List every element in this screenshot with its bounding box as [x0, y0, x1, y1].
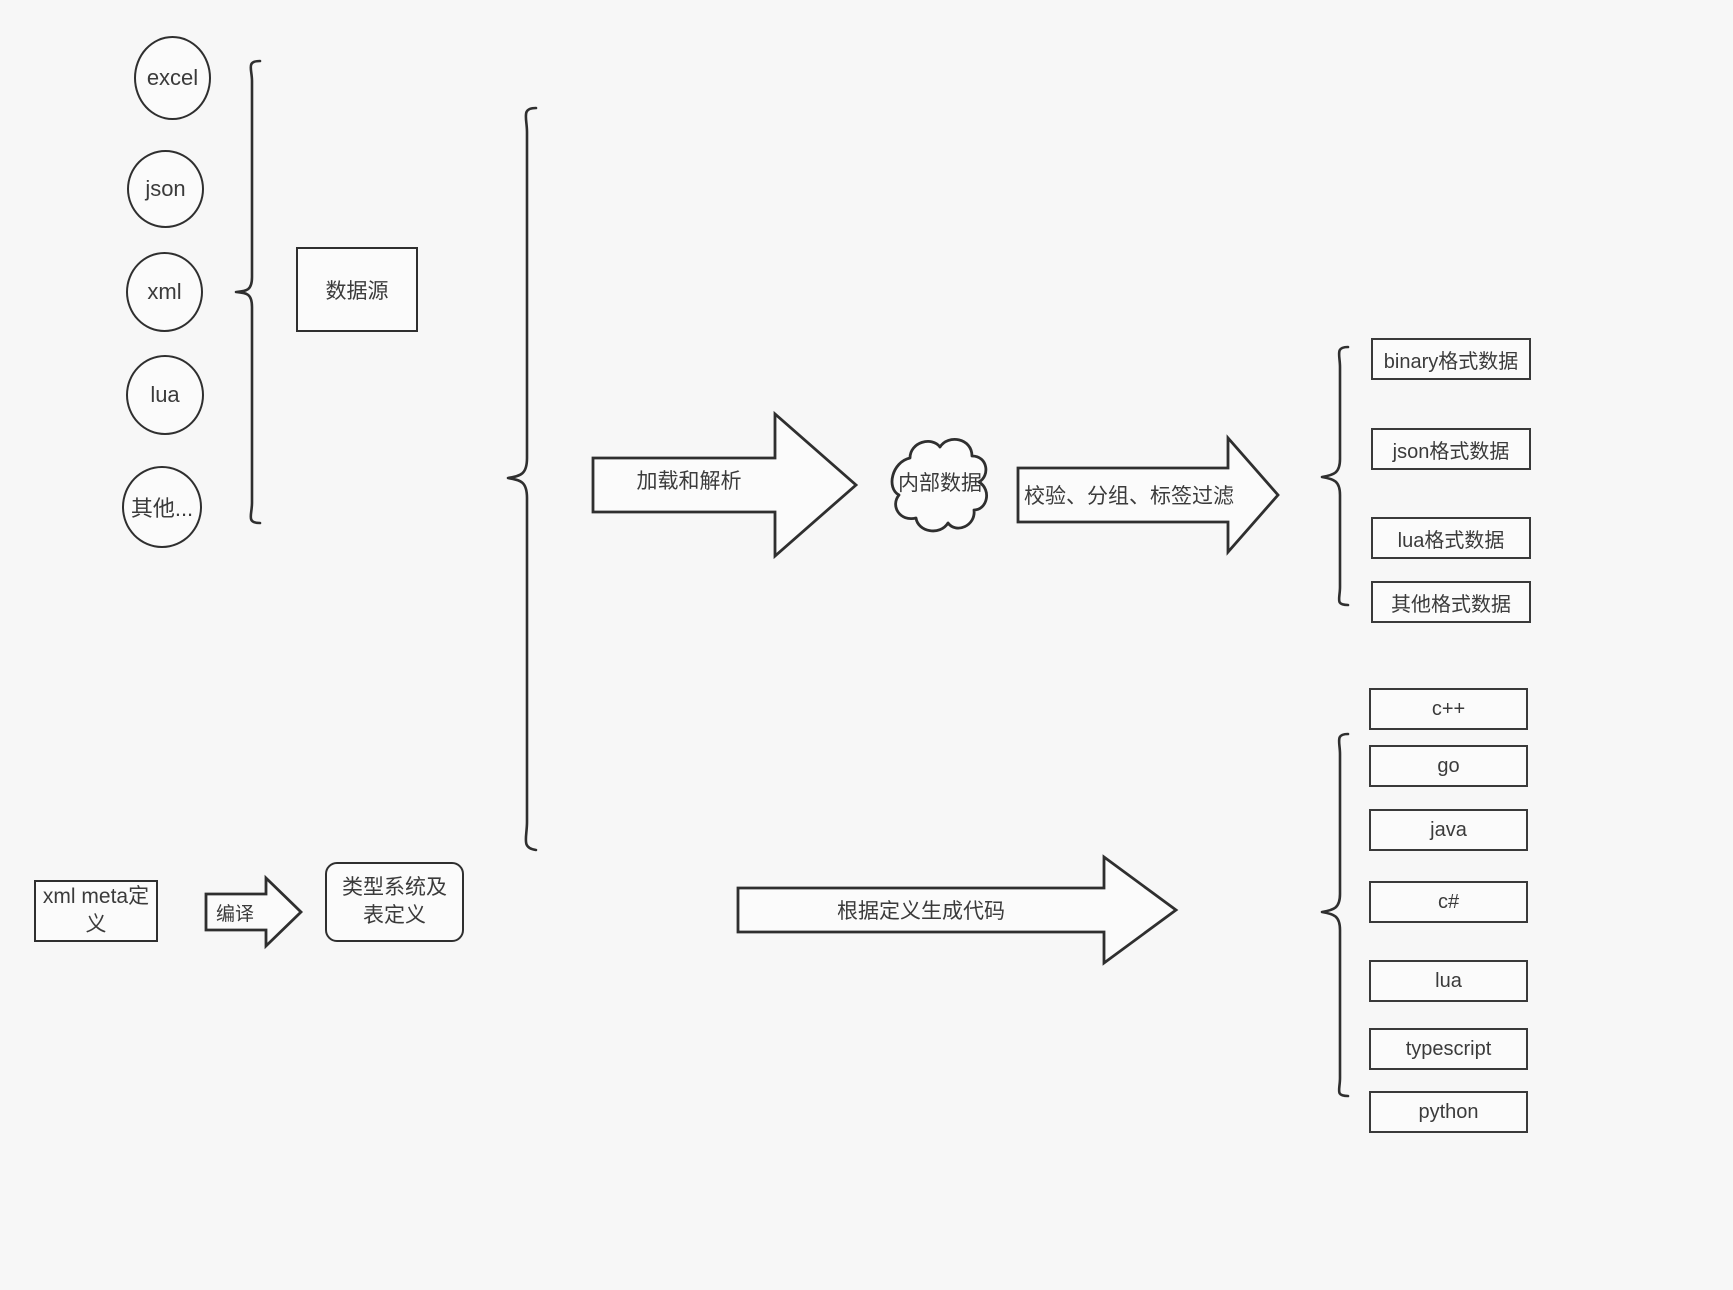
- load-arrow-label: 加载和解析: [636, 470, 742, 493]
- source-label: xml: [147, 279, 182, 304]
- codegen-box-csharp[interactable]: c#: [1369, 881, 1528, 923]
- codegen-box-python[interactable]: python: [1369, 1091, 1528, 1133]
- output-label: binary格式数据: [1383, 350, 1519, 373]
- output-box-other[interactable]: 其他格式数据: [1371, 581, 1531, 623]
- cloud-icon: [890, 437, 988, 533]
- xml-meta-box[interactable]: xml meta定义: [34, 880, 158, 942]
- pipeline-input-brace-icon: [506, 106, 538, 852]
- filter-arrow-label: 校验、分组、标签过滤: [1024, 485, 1234, 508]
- codegen-label: java: [1430, 818, 1467, 841]
- cloud-label-wrap: 内部数据: [880, 462, 1000, 502]
- codegen-brace-icon: [1320, 732, 1350, 1098]
- codegen-label: typescript: [1405, 1037, 1492, 1060]
- source-label: 其他...: [130, 496, 194, 521]
- codegen-box-java[interactable]: java: [1369, 809, 1528, 851]
- cloud-label: 内部数据: [898, 472, 982, 495]
- filter-arrow-icon: [1016, 434, 1280, 556]
- codegen-box-lua[interactable]: lua: [1369, 960, 1528, 1002]
- source-brace-icon: [234, 59, 262, 525]
- codegen-box-typescript[interactable]: typescript: [1369, 1028, 1528, 1070]
- codegen-arrow-icon: [736, 854, 1179, 966]
- source-node-xml[interactable]: xml: [126, 252, 203, 332]
- source-label: json: [145, 176, 186, 201]
- codegen-box-go[interactable]: go: [1369, 745, 1528, 787]
- type-system-label: 类型系统及表定义: [342, 875, 447, 927]
- codegen-label: python: [1418, 1100, 1479, 1123]
- source-label: lua: [150, 382, 180, 407]
- source-node-other[interactable]: 其他...: [122, 466, 202, 548]
- data-source-label: 数据源: [325, 279, 389, 303]
- output-label: json格式数据: [1392, 440, 1510, 463]
- codegen-label: c#: [1437, 890, 1460, 913]
- source-node-lua[interactable]: lua: [126, 355, 204, 435]
- output-box-binary[interactable]: binary格式数据: [1371, 338, 1531, 380]
- source-node-json[interactable]: json: [127, 150, 204, 228]
- load-arrow-label-wrap: 加载和解析: [600, 458, 778, 502]
- codegen-arrow-label: 根据定义生成代码: [837, 900, 1005, 923]
- codegen-label: c++: [1431, 697, 1466, 720]
- source-label: excel: [146, 65, 199, 90]
- xml-meta-label: xml meta定义: [42, 884, 150, 936]
- output-box-json[interactable]: json格式数据: [1371, 428, 1531, 470]
- output-box-lua[interactable]: lua格式数据: [1371, 517, 1531, 559]
- output-label: 其他格式数据: [1391, 593, 1511, 616]
- compile-arrow-icon: [204, 874, 304, 950]
- codegen-label: go: [1437, 754, 1460, 777]
- compile-arrow-label-wrap: 编译: [206, 894, 264, 930]
- compile-arrow-label: 编译: [215, 903, 254, 925]
- filter-arrow-label-wrap: 校验、分组、标签过滤: [1020, 468, 1238, 522]
- codegen-label: lua: [1435, 969, 1462, 992]
- type-system-box[interactable]: 类型系统及表定义: [325, 862, 464, 942]
- data-output-brace-icon: [1320, 345, 1350, 607]
- source-node-excel[interactable]: excel: [134, 36, 211, 120]
- load-arrow-icon: [591, 410, 859, 560]
- output-label: lua格式数据: [1397, 529, 1505, 552]
- codegen-arrow-label-wrap: 根据定义生成代码: [740, 888, 1102, 932]
- data-source-box[interactable]: 数据源: [296, 247, 418, 332]
- codegen-box-cpp[interactable]: c++: [1369, 688, 1528, 730]
